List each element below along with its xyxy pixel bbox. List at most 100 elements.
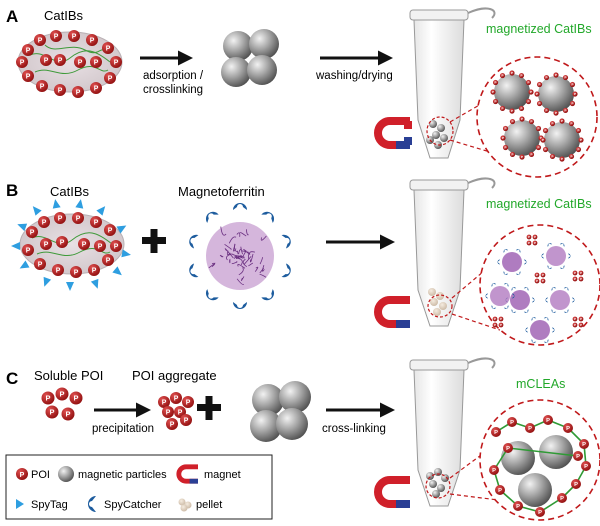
spycatcher-marker (261, 289, 275, 301)
spycatcher-marker (543, 317, 549, 321)
spytag-marker (96, 206, 106, 216)
panel-c-arrow-2-label: cross-linking (322, 423, 386, 435)
svg-text:P: P (58, 215, 63, 222)
poi-sphere: P (492, 316, 498, 322)
panel-a-magnet (374, 117, 412, 149)
poi-sphere: P (69, 391, 83, 405)
poi-sphere: P (492, 322, 498, 328)
panel-b-magnet (374, 296, 410, 328)
svg-text:P: P (521, 155, 523, 159)
svg-text:P: P (521, 74, 523, 78)
legend: P POI magnetic particles magnet SpyTag S… (5, 454, 273, 520)
tube-highlight-circle (426, 116, 454, 146)
poi-sphere: P (543, 74, 550, 81)
svg-text:P: P (178, 409, 183, 416)
spytag-marker (17, 223, 28, 232)
magnetic-particle (276, 408, 308, 440)
svg-text:P: P (60, 239, 65, 246)
svg-text:P: P (531, 120, 533, 124)
svg-text:P: P (574, 92, 576, 96)
poi-sphere: P (102, 42, 114, 54)
poi-sphere: P (571, 479, 581, 489)
svg-text:P: P (82, 241, 87, 248)
poi-sphere: P (528, 118, 535, 125)
spycatcher-marker (205, 211, 219, 223)
legend-magnet: magnet (176, 464, 241, 484)
svg-text:P: P (574, 323, 576, 327)
panel-c-magnet (374, 476, 410, 508)
magnetic-particle (504, 120, 540, 156)
magnetic-particle (223, 31, 253, 61)
spytag-marker (32, 206, 42, 216)
svg-text:P: P (580, 138, 582, 142)
svg-text:P: P (565, 76, 567, 80)
poi-sphere: P (509, 70, 515, 76)
magnetic-particle (252, 384, 284, 416)
poi-sphere: P (535, 507, 545, 517)
legend-spycatcher-label: SpyCatcher (104, 499, 162, 511)
svg-text:P: P (506, 446, 510, 452)
magnetic-particle (494, 74, 530, 110)
spycatcher-marker (568, 253, 571, 259)
poi-sphere-icon (16, 468, 28, 480)
poi-sphere: P (572, 276, 578, 282)
panel-c-magnetic-particles (250, 381, 311, 442)
svg-text:P: P (580, 323, 582, 327)
poi-sphere: P (568, 120, 575, 127)
panel-a-arrow-1-label-line2: crosslinking (143, 84, 203, 96)
poi-sphere: P (543, 107, 550, 114)
svg-text:P: P (166, 409, 171, 416)
legend-spycatcher: SpyCatcher (88, 496, 162, 512)
svg-text:P: P (106, 257, 111, 264)
poi-sphere: P (578, 316, 584, 322)
svg-text:P: P (510, 420, 514, 426)
spycatcher-marker (503, 305, 509, 309)
panel-c-arrow-1-label: precipitation (92, 423, 154, 435)
panel-b-letter: B (6, 181, 18, 200)
poi-sphere: P (490, 89, 496, 95)
spycatcher-marker (503, 271, 509, 275)
ferritin-particle (550, 290, 570, 310)
svg-text:P: P (555, 73, 557, 77)
svg-text:P: P (170, 421, 175, 428)
poi-sphere: P (579, 439, 589, 449)
catib-fibers (31, 232, 113, 257)
panel-b-tube (409, 177, 496, 327)
poi-sphere: P (45, 405, 59, 419)
spycatcher-markers (189, 203, 291, 309)
svg-text:P: P (46, 394, 51, 403)
svg-text:P: P (577, 129, 579, 133)
svg-text:P: P (502, 106, 504, 110)
spytag-marker (52, 199, 61, 209)
magnetic-particle (250, 410, 282, 442)
svg-text:P: P (582, 442, 586, 448)
svg-text:P: P (512, 120, 514, 124)
svg-text:P: P (576, 454, 580, 460)
svg-text:P: P (580, 277, 582, 281)
panel-a-result-label: magnetized CatIBs (486, 22, 592, 36)
poi-sphere: P (22, 44, 34, 56)
legend-spytag-label: SpyTag (31, 499, 68, 511)
poi-sphere: P (40, 54, 52, 66)
magnetic-particle (247, 55, 277, 85)
svg-text:P: P (505, 146, 507, 150)
spycatcher-marker (572, 297, 575, 303)
poi-sphere: P (535, 125, 542, 132)
spycatcher-marker (563, 287, 569, 291)
svg-text:P: P (72, 33, 77, 40)
svg-text:P: P (546, 108, 548, 112)
poi-sphere: P (162, 406, 174, 418)
svg-text:P: P (505, 127, 507, 131)
poi-sphere: P (94, 240, 106, 252)
poi-sphere: P (166, 418, 178, 430)
svg-text:P: P (580, 271, 582, 275)
poi-sphere: P (498, 322, 504, 328)
poi-sphere: P (526, 234, 532, 240)
poi-sphere: P (492, 98, 499, 105)
panel-a-zoom-circle: PPPPPPPPPPPPPPPPPPPPPPPPPPPPPPPPPPPPPPPP… (476, 56, 598, 178)
svg-text:P: P (530, 90, 532, 94)
svg-text:P: P (92, 267, 97, 274)
svg-text:P: P (162, 399, 167, 406)
poi-sphere: P (536, 81, 543, 88)
poi-sphere: P (569, 81, 576, 88)
